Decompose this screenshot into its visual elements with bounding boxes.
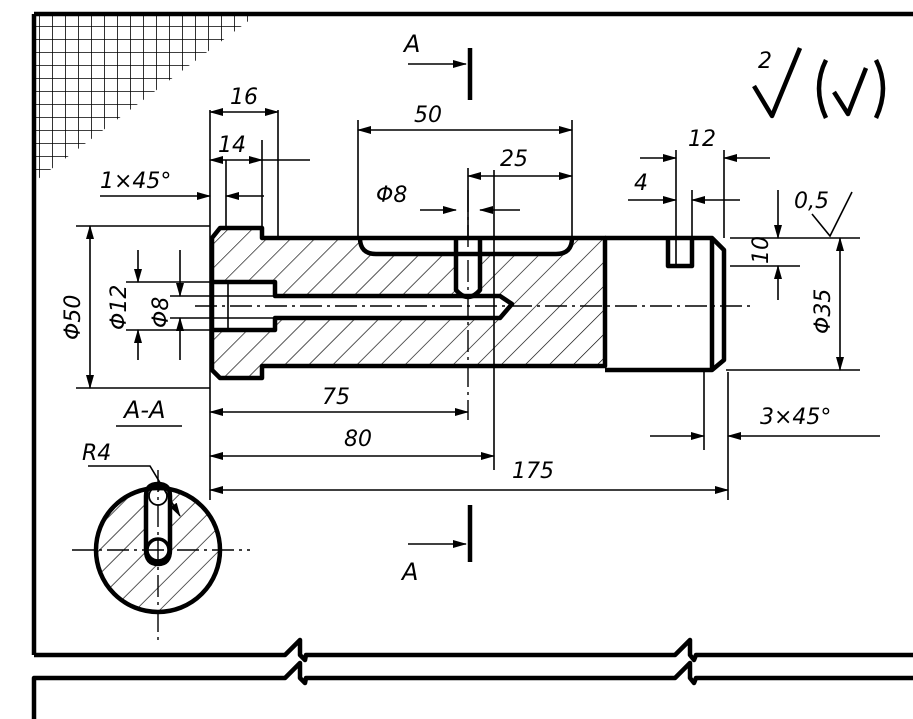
dim-hole-dia8: Φ8 xyxy=(376,183,407,208)
dimension-lines xyxy=(76,108,880,500)
dim-80: 80 xyxy=(344,427,372,452)
section-mark-top: A xyxy=(402,30,473,100)
dim-12: 12 xyxy=(688,127,716,152)
shaft-main-view xyxy=(195,190,755,420)
dimension-texts: 16 14 1×45° 50 25 Φ8 12 4 0,5 10 Φ35 Φ50… xyxy=(61,85,836,484)
dim-dia35: Φ35 xyxy=(811,289,836,334)
dim-chamfer-right: 3×45° xyxy=(760,405,831,430)
dim-dia12: Φ12 xyxy=(107,285,132,330)
dim-175: 175 xyxy=(512,459,554,484)
dim-25: 25 xyxy=(500,147,528,172)
roughness-symbol: 2 xyxy=(752,47,886,119)
dim-16: 16 xyxy=(230,85,258,110)
section-view-label: A-A xyxy=(122,396,166,424)
roughness-value: 2 xyxy=(758,49,772,74)
dim-50-length: 50 xyxy=(414,103,442,128)
section-letter-top: A xyxy=(402,30,420,58)
section-a-a-view xyxy=(72,465,250,640)
dim-14: 14 xyxy=(218,133,246,158)
dim-chamfer-left: 1×45° xyxy=(100,169,171,194)
dim-0-5: 0,5 xyxy=(794,189,829,214)
dim-75: 75 xyxy=(322,385,350,410)
dim-dia8: Φ8 xyxy=(149,297,174,328)
dim-radius: R4 xyxy=(82,441,111,466)
dim-10: 10 xyxy=(749,236,774,264)
dim-4: 4 xyxy=(634,171,648,196)
section-mark-bottom: A xyxy=(400,505,473,586)
section-letter-bottom: A xyxy=(400,558,418,586)
drawing-frame xyxy=(31,11,913,719)
dim-dia50: Φ50 xyxy=(61,295,86,340)
